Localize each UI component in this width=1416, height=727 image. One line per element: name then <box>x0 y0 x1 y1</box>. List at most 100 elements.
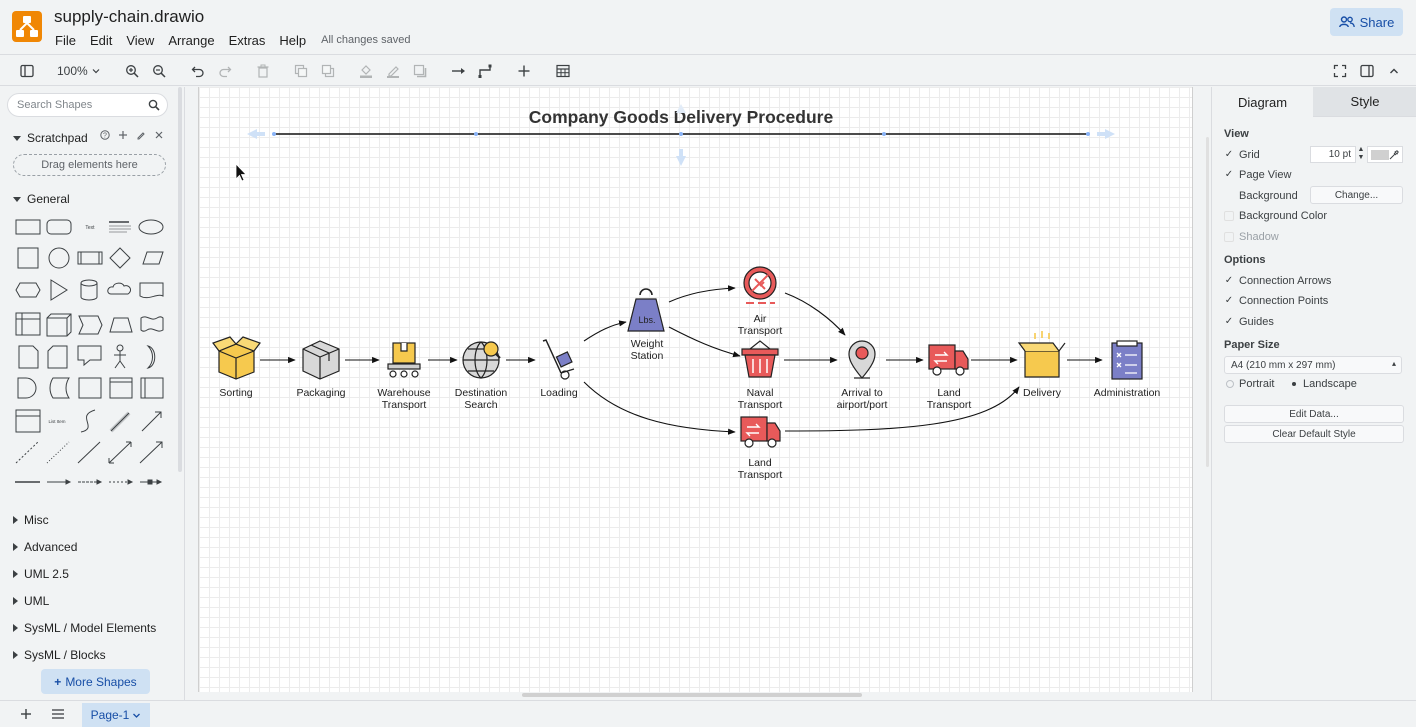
paint-bucket-icon <box>360 65 372 78</box>
shadow-button[interactable] <box>413 62 427 80</box>
node-sorting[interactable]: Sorting <box>212 336 261 399</box>
connection-arrows-checkbox[interactable]: ✓ Connection Arrows <box>1224 275 1332 287</box>
trash-icon <box>257 64 269 78</box>
node-land-transport[interactable]: Land Transport <box>927 344 972 411</box>
sidebar-section-sysml-blocks[interactable]: SysML / Blocks <box>13 648 106 662</box>
page-view-checkbox[interactable]: ✓ Page View <box>1224 169 1292 181</box>
footer: Page-1 <box>0 700 1416 727</box>
scratchpad-drop-area[interactable]: Drag elements here <box>13 154 166 176</box>
checkbox-empty-icon <box>1224 211 1234 221</box>
grid-checkbox[interactable]: ✓ Grid <box>1224 149 1260 161</box>
search-icon[interactable] <box>148 99 160 111</box>
menu-file[interactable]: File <box>55 32 76 48</box>
to-front-button[interactable] <box>294 62 308 80</box>
shadow-checkbox[interactable]: Shadow <box>1224 231 1279 243</box>
caret-right-icon <box>13 516 18 524</box>
horizontal-scrollbar[interactable] <box>522 693 862 697</box>
share-button[interactable]: Share <box>1330 8 1403 36</box>
section-label: SysML / Blocks <box>24 648 106 662</box>
connection-style-button[interactable] <box>451 62 467 80</box>
plus-icon <box>518 65 530 77</box>
menubar: File Edit View Arrange Extras Help All c… <box>48 31 410 49</box>
sidebar-section-uml25[interactable]: UML 2.5 <box>13 567 69 581</box>
scratchpad-header[interactable]: Scratchpad <box>13 131 88 145</box>
file-title[interactable]: supply-chain.drawio <box>54 7 205 26</box>
grid-size-input[interactable]: 10 pt <box>1310 146 1356 163</box>
sidebar-section-misc[interactable]: Misc <box>13 513 49 527</box>
landscape-label: Landscape <box>1303 378 1357 390</box>
guides-checkbox[interactable]: ✓ Guides <box>1224 316 1274 328</box>
edit-icon[interactable] <box>136 130 146 140</box>
search-shapes-input[interactable]: Search Shapes <box>7 93 168 117</box>
insert-button[interactable] <box>517 62 531 80</box>
waypoints-button[interactable] <box>478 62 494 80</box>
vertical-scrollbar[interactable] <box>1206 137 1209 467</box>
paper-size-select[interactable]: A4 (210 mm x 297 mm) ▴ <box>1224 356 1402 374</box>
delete-button[interactable] <box>256 62 270 80</box>
add-icon[interactable] <box>118 130 128 140</box>
zoom-select[interactable]: 100% <box>57 62 101 80</box>
to-back-button[interactable] <box>321 62 335 80</box>
menu-edit[interactable]: Edit <box>89 32 113 48</box>
portrait-radio[interactable]: Portrait <box>1226 378 1274 390</box>
undo-button[interactable] <box>191 62 205 80</box>
general-shapes-palette[interactable]: Text List Item <box>11 214 173 499</box>
pages-menu-icon[interactable] <box>51 708 65 720</box>
node-destination-search[interactable]: Destination Search <box>455 341 508 411</box>
page-tab[interactable]: Page-1 <box>82 703 150 727</box>
menu-view[interactable]: View <box>126 32 155 48</box>
more-shapes-button[interactable]: + More Shapes <box>41 669 150 694</box>
edit-data-button[interactable]: Edit Data... <box>1224 405 1404 423</box>
node-delivery[interactable]: Delivery <box>1017 331 1066 399</box>
table-button[interactable] <box>556 62 570 80</box>
sidebar-section-sysml-model[interactable]: SysML / Model Elements <box>13 621 156 635</box>
node-land-transport-lower[interactable]: Land Transport <box>738 416 783 481</box>
delivery-box-icon <box>1017 331 1066 378</box>
node-administration[interactable]: Administration <box>1094 340 1161 399</box>
menu-extras[interactable]: Extras <box>228 32 266 48</box>
node-naval-transport[interactable]: Naval Transport <box>738 340 783 411</box>
fill-color-button[interactable] <box>359 62 373 80</box>
close-icon[interactable] <box>154 130 164 140</box>
menu-help[interactable]: Help <box>279 32 307 48</box>
tab-style[interactable]: Style <box>1313 87 1416 117</box>
diagram-page[interactable]: Company Goods Delivery Procedure <box>198 87 1193 692</box>
line-color-button[interactable] <box>386 62 400 80</box>
node-arrival[interactable]: Arrival to airport/port <box>837 340 888 411</box>
change-background-button[interactable]: Change... <box>1310 186 1403 204</box>
menu-arrange[interactable]: Arrange <box>168 32 215 48</box>
help-icon[interactable]: ? <box>100 130 110 140</box>
sidebar-scrollbar[interactable] <box>178 87 182 472</box>
sidebar-section-advanced[interactable]: Advanced <box>13 540 77 554</box>
zoom-out-button[interactable] <box>152 62 166 80</box>
background-color-checkbox[interactable]: Background Color <box>1224 210 1327 222</box>
diagram-canvas[interactable]: Company Goods Delivery Procedure <box>186 87 1210 700</box>
general-header[interactable]: General <box>13 192 70 206</box>
node-weight-station[interactable]: Lbs. Weight Station <box>627 288 665 362</box>
grid-size-stepper[interactable]: ▲▼ <box>1357 146 1365 161</box>
zoom-in-button[interactable] <box>125 62 139 80</box>
landscape-radio[interactable]: Landscape <box>1290 378 1357 390</box>
connection-points-checkbox[interactable]: ✓ Connection Points <box>1224 295 1328 307</box>
node-warehouse-transport[interactable]: Warehouse Transport <box>377 342 431 411</box>
toggle-sidebar-button[interactable] <box>20 62 34 80</box>
diagram-title[interactable]: Company Goods Delivery Procedure <box>529 107 834 127</box>
clear-default-style-button[interactable]: Clear Default Style <box>1224 425 1404 443</box>
node-packaging[interactable]: Packaging <box>296 340 346 399</box>
redo-button[interactable] <box>218 62 232 80</box>
sidebar-section-uml[interactable]: UML <box>13 594 49 608</box>
selected-divider-line[interactable] <box>247 104 1115 166</box>
grid-color-picker[interactable] <box>1367 146 1403 163</box>
caret-right-icon <box>13 651 18 659</box>
tab-diagram[interactable]: Diagram <box>1212 87 1313 117</box>
add-page-icon[interactable] <box>20 708 32 720</box>
toggle-format-panel-button[interactable] <box>1360 62 1374 80</box>
node-loading[interactable]: Loading <box>540 339 578 399</box>
node-label-line2: Transport <box>738 399 783 411</box>
fullscreen-button[interactable] <box>1333 62 1347 80</box>
node-label-line2: Search <box>464 399 497 411</box>
options-section-label: Options <box>1224 254 1266 266</box>
section-label: UML 2.5 <box>24 567 69 581</box>
node-air-transport[interactable]: Air Transport <box>738 266 783 337</box>
collapse-toolbar-button[interactable] <box>1388 62 1400 80</box>
